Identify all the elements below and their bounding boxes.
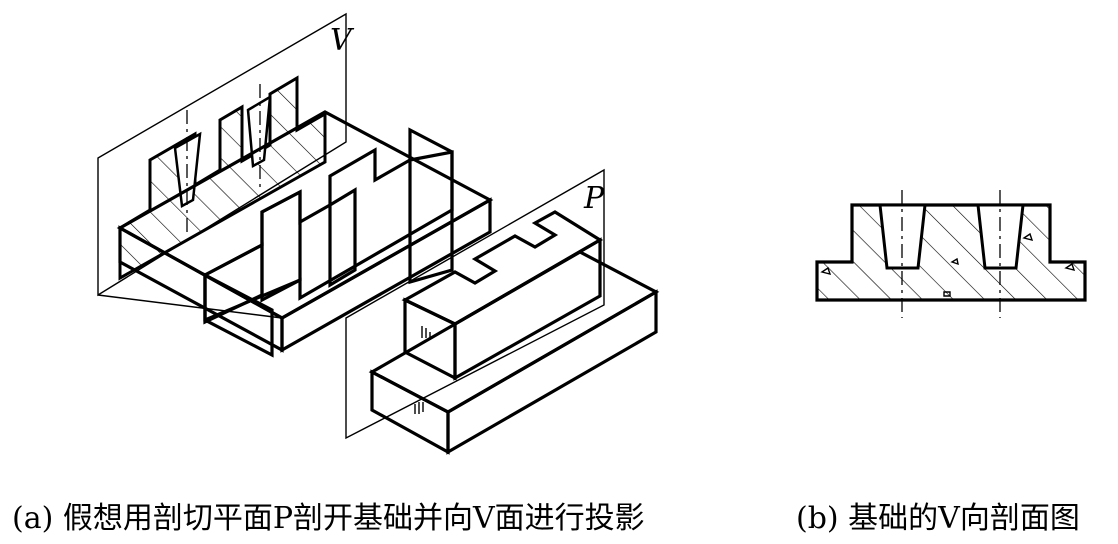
- p-plane-label: P: [583, 181, 605, 216]
- cut-foundation-right: P: [345, 168, 660, 455]
- v-section-view: [815, 190, 1087, 318]
- v-plane: [97, 12, 347, 297]
- plane-trace: [97, 294, 283, 319]
- left-block-side: [408, 150, 454, 285]
- left-block-end-face: [203, 272, 274, 358]
- front-shade-marks: [414, 326, 431, 414]
- caption-b: (b) 基础的V向剖面图: [796, 501, 1080, 536]
- hole-section-right: [246, 94, 272, 169]
- right-base-front: [370, 369, 450, 455]
- left-block-lower-face: [203, 242, 264, 325]
- left-block-slot-face-2: [328, 187, 357, 288]
- right-base-side: [446, 289, 658, 455]
- v-plane-label: V: [330, 23, 355, 58]
- left-block-slot-face: [260, 189, 302, 303]
- aggregate-marks: [820, 232, 1076, 297]
- section-outline: [815, 203, 1087, 302]
- p-plane: [345, 168, 605, 440]
- cut-foundation-left: V: [97, 12, 494, 358]
- cut-section-face: [118, 75, 327, 281]
- caption-a: (a) 假想用剖切平面P剖开基础并向V面进行投影: [12, 501, 645, 536]
- left-base-right-face: [280, 197, 492, 353]
- section-diagram: V P: [97, 12, 1087, 455]
- right-block-side: [453, 237, 602, 381]
